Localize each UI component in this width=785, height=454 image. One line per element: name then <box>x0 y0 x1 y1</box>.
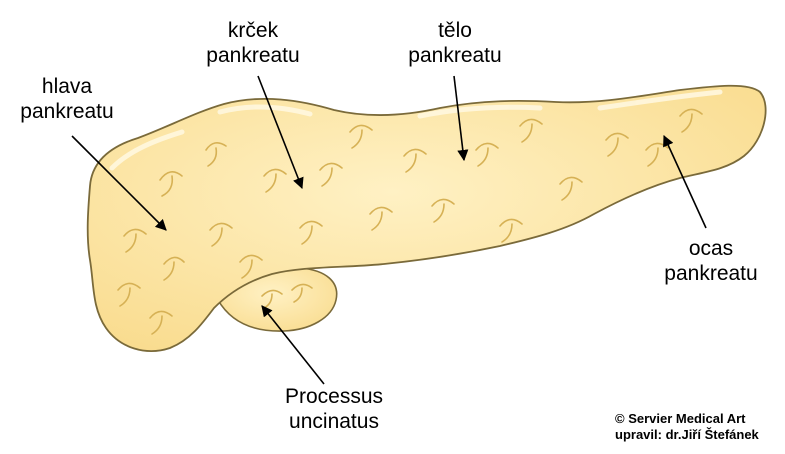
label-body-line2: pankreatu <box>408 44 502 67</box>
surface-highlights <box>109 89 723 171</box>
credit-line1: © Servier Medical Art <box>615 411 746 426</box>
label-tail: ocas pankreatu <box>650 236 772 286</box>
label-uncinate-line2: uncinatus <box>289 410 379 433</box>
pointer-neck <box>257 75 304 190</box>
label-body: tělo pankreatu <box>394 18 516 68</box>
pancreas-outline <box>86 84 767 352</box>
label-head: hlava pankreatu <box>6 74 128 124</box>
pointer-lines <box>71 75 707 385</box>
label-neck-line2: pankreatu <box>206 44 300 67</box>
label-head-line1: hlava <box>41 75 93 98</box>
label-neck-line1: krček <box>227 19 279 42</box>
label-body-line1: tělo <box>438 19 472 42</box>
label-tail-line2: pankreatu <box>664 262 758 285</box>
lobule-markings <box>117 108 703 335</box>
credit-text: © Servier Medical Art upravil: dr.Jiří Š… <box>615 411 759 443</box>
label-head-line2: pankreatu <box>20 100 114 123</box>
credit-line2: upravil: dr.Jiří Štefánek <box>615 427 759 442</box>
label-uncinate: Processus uncinatus <box>256 384 412 434</box>
pointer-body <box>453 75 469 162</box>
pointer-uncinate <box>261 305 325 385</box>
pointer-head <box>71 135 167 231</box>
label-uncinate-line1: Processus <box>284 385 384 408</box>
label-neck: krček pankreatu <box>192 18 314 68</box>
pointer-tail <box>663 134 707 229</box>
label-tail-line1: ocas <box>688 237 734 260</box>
